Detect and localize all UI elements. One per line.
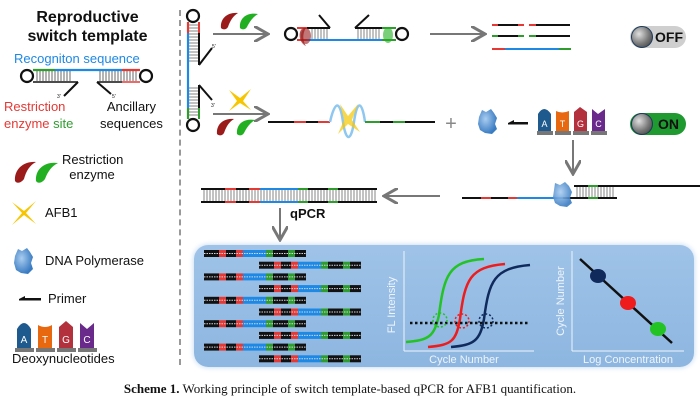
restriction-enzyme-bottom-icon <box>216 118 255 136</box>
legend-item-primer: Primer <box>48 291 87 306</box>
flow-nucleotide-G: G <box>577 119 584 129</box>
plus-sign: + <box>445 113 457 135</box>
nucleotide-G-letter: G <box>62 335 70 346</box>
restriction-site-label: Restriction enzyme site <box>4 98 73 132</box>
legend-title-line-1: Reproductive <box>36 9 139 26</box>
std-xlabel: Log Concentration <box>583 354 673 366</box>
section-divider <box>179 10 181 365</box>
legend-3prime-label: 3' <box>57 94 61 100</box>
off-switch-label: OFF <box>655 29 683 45</box>
restriction-site-label-line-1: Restriction <box>4 99 66 114</box>
flow-nucleotide-T: T <box>560 119 566 129</box>
main-flow-diagram: 5' 3' <box>185 8 700 245</box>
extension-intermediate <box>462 182 700 207</box>
off-switch-knob <box>631 26 653 48</box>
amp-curve-navy <box>450 263 531 349</box>
amplicon-strand <box>204 320 306 328</box>
ct-marker-red <box>454 313 470 329</box>
nucleotide-A-letter: A <box>21 335 28 346</box>
figure-caption: Scheme 1. Working principle of switch te… <box>0 381 700 397</box>
std-point-green <box>650 322 666 336</box>
standard-curve-plot: Cycle Number Log Concentration <box>555 251 684 366</box>
amplicon-strands <box>204 250 361 363</box>
amplicon-strand <box>204 296 306 304</box>
amplicon-strand <box>259 285 361 293</box>
afb1-star-flow-icon <box>229 89 251 111</box>
ancillary-sequences-label: Ancillary sequences <box>100 98 163 132</box>
cleaved-fragments <box>492 24 571 50</box>
ct-marker-green <box>432 312 448 328</box>
legend-item-dna-polymerase: DNA Polymerase <box>45 253 144 268</box>
recognition-sequence-label: Recogniton sequence <box>14 51 140 66</box>
ancillary-label-line-1: Ancillary <box>106 99 156 114</box>
ct-marker-navy <box>478 313 494 329</box>
amp-curve-red <box>427 262 506 349</box>
legend-title: Reproductive switch template <box>10 8 165 46</box>
primer-flow-icon <box>508 120 528 125</box>
caption-text: Working principle of switch template-bas… <box>179 381 577 396</box>
amplicon-strand <box>259 261 361 269</box>
amplicon-strand <box>204 273 306 281</box>
deoxynucleotides-flow-icon: A T G C <box>537 107 607 135</box>
legend-restriction-enzyme-line-1: Restriction <box>62 152 124 167</box>
unfolded-template-strand <box>268 104 435 139</box>
on-switch: ON <box>630 113 686 135</box>
qpcr-panel-graphics: FL Intensity Cycle Number Cycle Number L… <box>204 250 684 366</box>
legend-5prime-label: 5' <box>112 94 116 100</box>
afb1-star-icon <box>12 201 36 225</box>
ancillary-label-line-2: sequences <box>100 116 163 131</box>
amplification-plot: FL Intensity Cycle Number <box>386 251 534 366</box>
amplicon-strand <box>204 343 306 351</box>
double-stranded-product <box>201 188 377 203</box>
switch-template-legend-diagram: 3' 5' <box>19 68 154 100</box>
std-point-red <box>620 296 636 310</box>
legend-item-deoxynucleotides: Deoxynucleotides <box>12 351 115 366</box>
off-switch: OFF <box>630 26 686 48</box>
std-point-navy <box>590 269 606 283</box>
deoxynucleotides-icon: A T G C <box>15 321 97 352</box>
dna-polymerase-flow-icon <box>478 109 497 134</box>
primer-icon <box>19 296 41 301</box>
template-5prime-label: 5' <box>212 44 216 50</box>
nucleotide-G-icon: G <box>57 321 76 352</box>
restriction-site-label-site: site <box>49 116 74 131</box>
restriction-enzyme-top-icon <box>220 12 258 30</box>
restriction-site-label-enzyme: enzyme <box>4 116 50 131</box>
amp-ylabel: FL Intensity <box>386 276 398 333</box>
dna-polymerase-icon <box>14 248 33 274</box>
amp-xlabel: Cycle Number <box>429 354 499 366</box>
on-switch-label: ON <box>658 116 679 132</box>
legend-title-line-2: switch template <box>27 28 148 45</box>
restriction-enzyme-icon <box>14 161 58 183</box>
nucleotide-A-icon: A <box>15 323 34 352</box>
qpcr-label: qPCR <box>290 206 326 221</box>
flow-nucleotide-C: C <box>595 119 602 129</box>
on-switch-knob <box>631 113 653 135</box>
amplicon-strand <box>259 331 361 339</box>
flow-nucleotide-A: A <box>541 119 547 129</box>
switch-template-schematic <box>19 68 154 97</box>
caption-label: Scheme 1. <box>123 381 180 396</box>
legend-restriction-enzyme-line-2: enzyme <box>69 167 115 182</box>
std-ylabel: Cycle Number <box>555 266 567 336</box>
vertical-switch-template: 5' 3' <box>185 8 216 133</box>
amp-curve-green <box>405 257 485 344</box>
nucleotide-T-icon: T <box>36 325 55 352</box>
amplicon-strand <box>259 308 361 316</box>
nucleotide-C-letter: C <box>83 335 90 346</box>
amplicon-strand <box>204 250 306 257</box>
legend-item-restriction-enzyme: Restriction enzyme <box>62 152 124 182</box>
template-3prime-label: 3' <box>211 103 215 109</box>
legend-item-afb1: AFB1 <box>45 205 78 220</box>
nucleotide-T-letter: T <box>42 335 48 346</box>
amplicon-strand <box>259 355 361 363</box>
template-with-enzymes <box>283 14 410 46</box>
nucleotide-C-icon: C <box>78 323 97 352</box>
